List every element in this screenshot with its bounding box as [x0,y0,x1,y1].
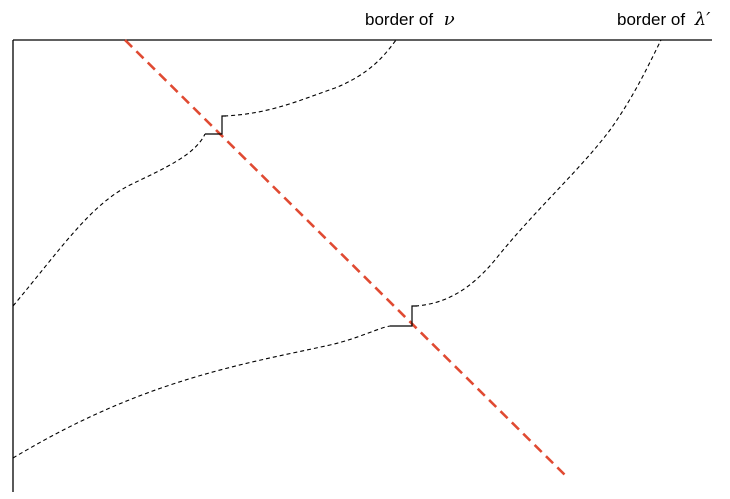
lower-crossing-step [390,305,417,327]
lower-curve-right-segment [414,39,662,307]
lower-curve-left-segment [12,325,391,459]
nu-symbol: ν [444,9,455,30]
red-dashed-line [124,39,569,479]
upper-curve-left-segment [12,133,206,307]
lambda-prime-symbol: λ′ [694,9,711,30]
border-nu-prefix: border of [365,10,433,29]
border-nu-label: border of ν [365,9,455,30]
upper-crossing-step [205,115,226,135]
border-lambda-label: border of λ′ [617,9,710,30]
border-lambda-prefix: border of [617,10,685,29]
upper-curve-right-segment [223,39,397,117]
